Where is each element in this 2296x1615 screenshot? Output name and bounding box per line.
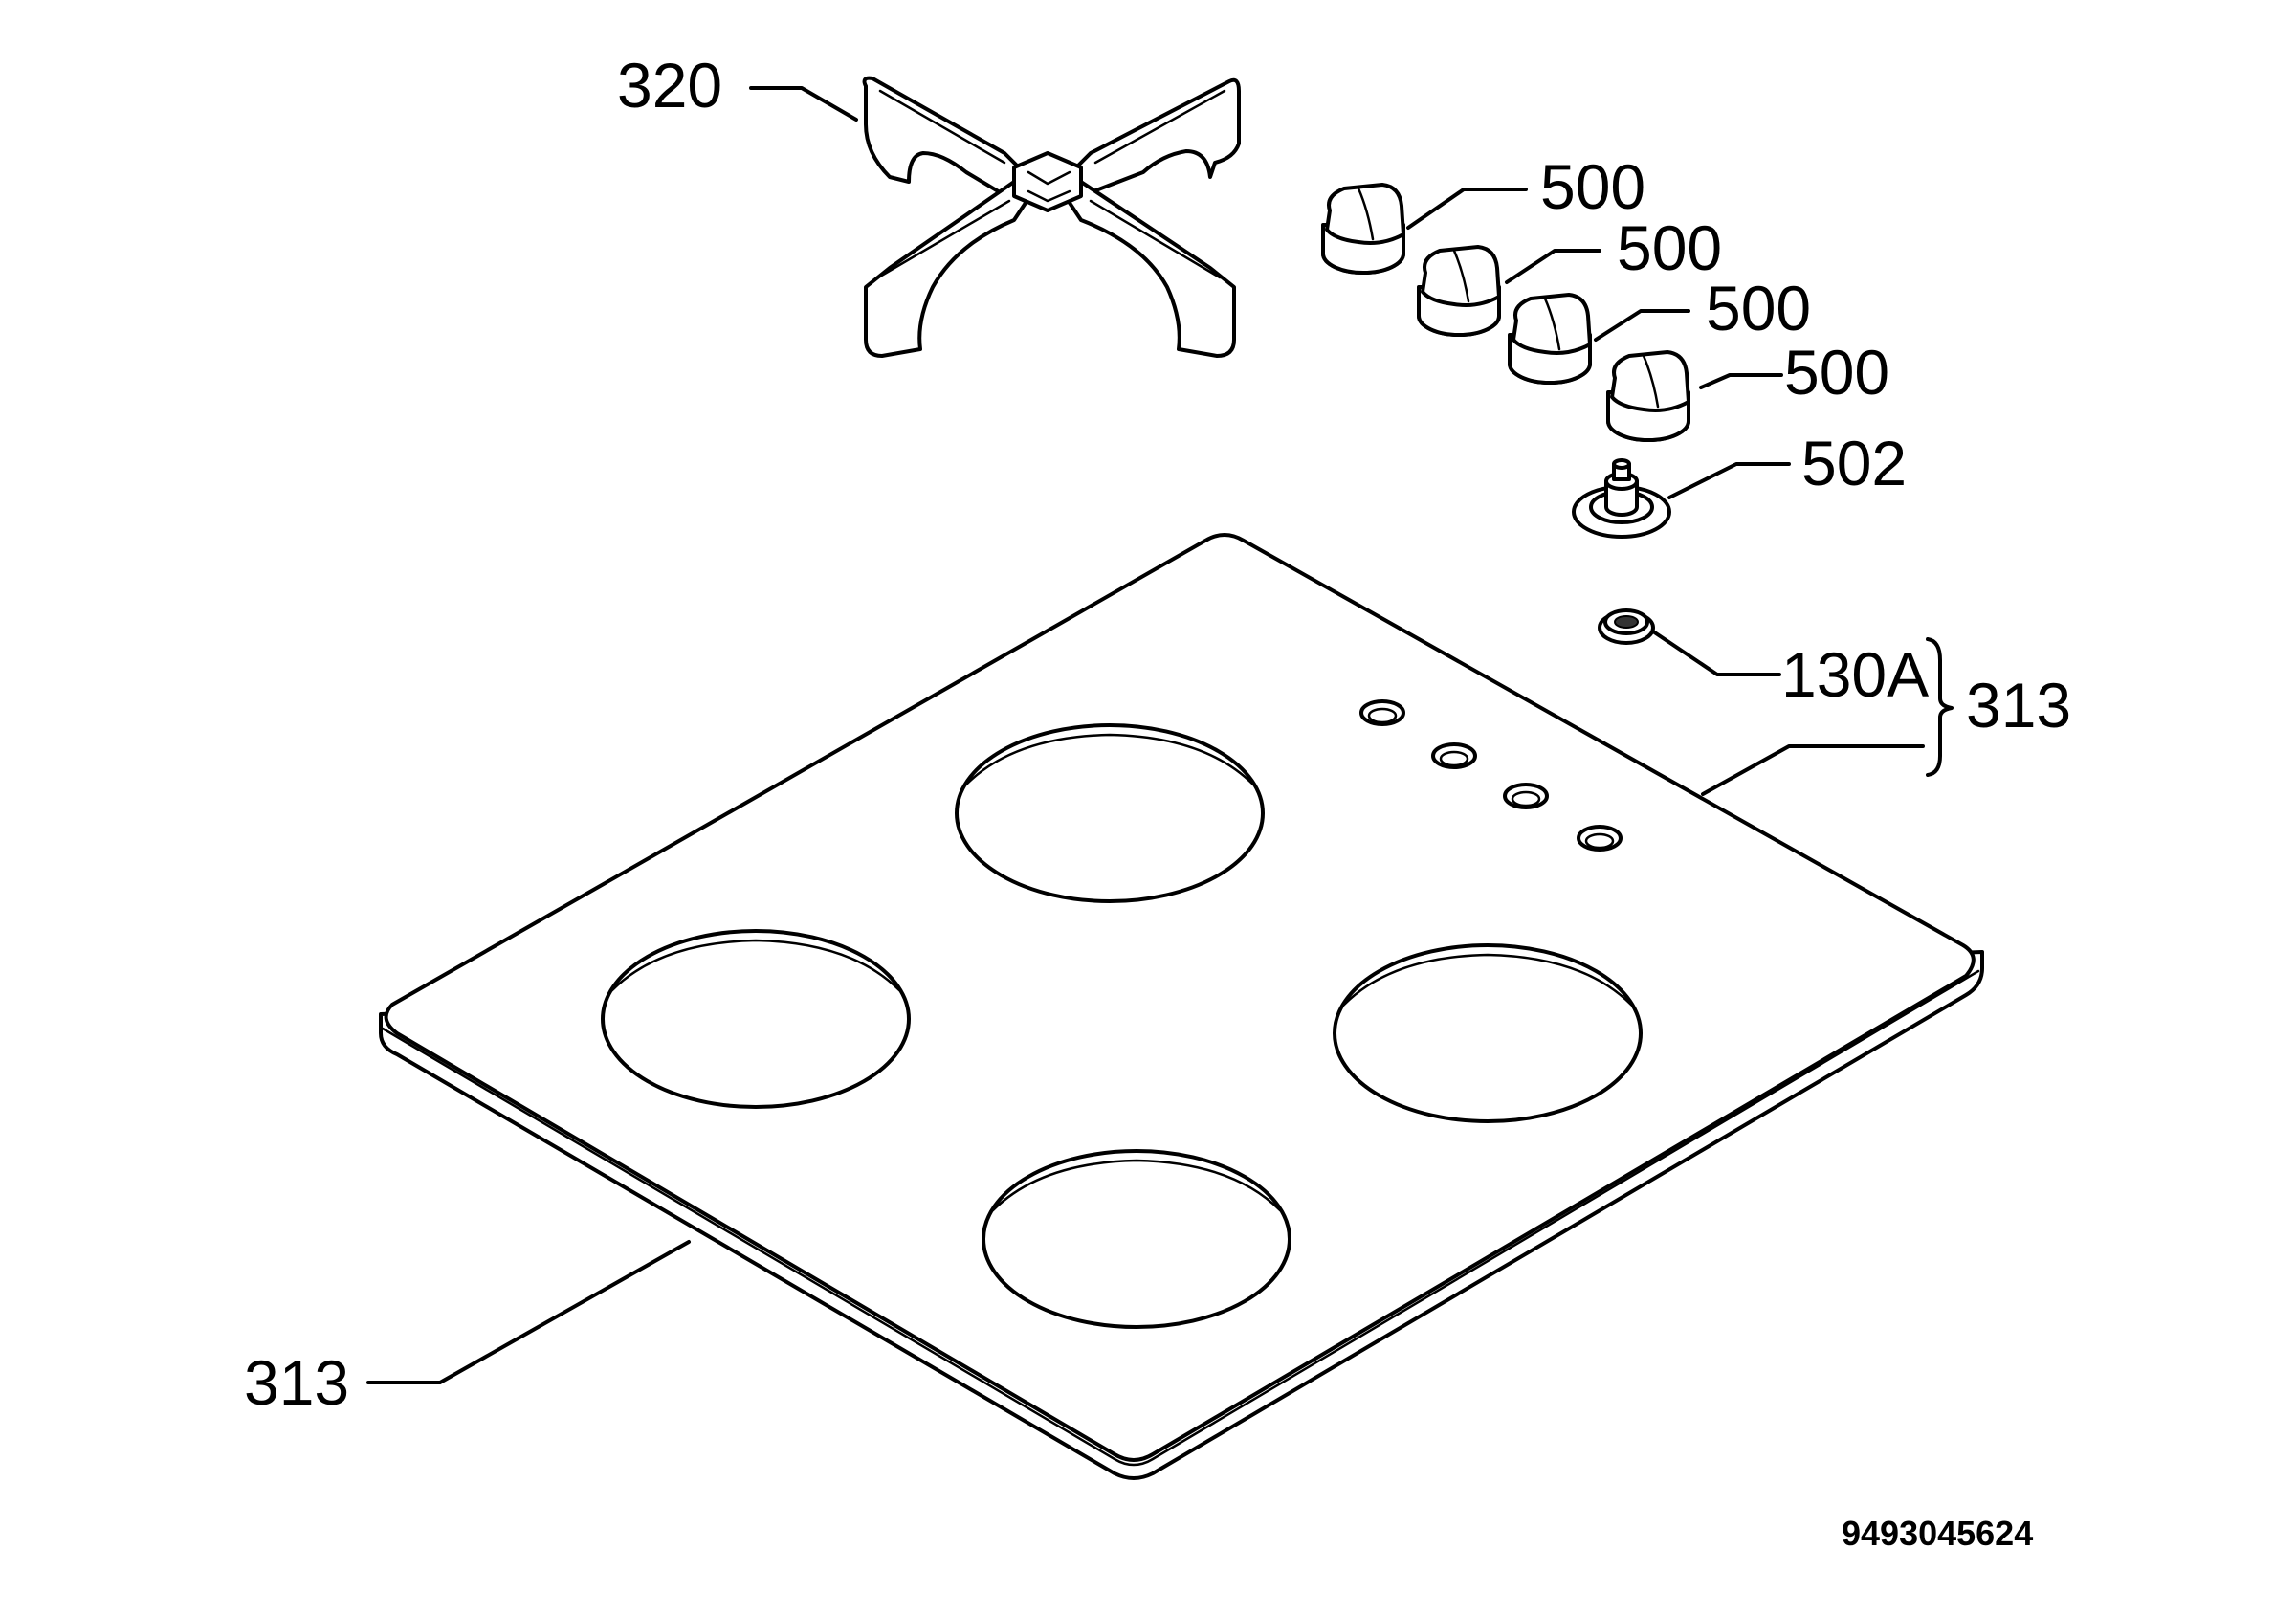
callout-130a: 130A	[1781, 639, 1929, 710]
leader-lines	[366, 86, 1954, 1384]
callout-502: 502	[1801, 428, 1907, 498]
callout-313-group: 313	[1966, 670, 2071, 741]
callout-500-a: 500	[1540, 151, 1645, 222]
callout-500-c: 500	[1706, 273, 1811, 343]
spark-ignition-button	[1572, 458, 1671, 539]
callout-313-hob: 313	[244, 1347, 349, 1418]
knob-shaft-holes	[1359, 699, 1623, 852]
burner-hole-front	[982, 1149, 1292, 1329]
grommet	[1598, 608, 1655, 645]
burner-hole-left	[601, 929, 911, 1109]
control-knob-4	[1606, 350, 1690, 442]
burner-hole-rear	[955, 723, 1265, 903]
pan-support-grate	[862, 76, 1241, 358]
control-knob-3	[1508, 293, 1592, 385]
control-knob-1	[1321, 183, 1405, 275]
callout-320: 320	[617, 50, 722, 121]
control-knob-2	[1417, 245, 1501, 337]
hob-top-plate	[379, 533, 1984, 1480]
callout-500-d: 500	[1784, 337, 1889, 408]
callout-500-b: 500	[1617, 212, 1722, 283]
burner-hole-right	[1333, 943, 1643, 1123]
document-number: 9493045624	[1842, 1514, 2033, 1553]
